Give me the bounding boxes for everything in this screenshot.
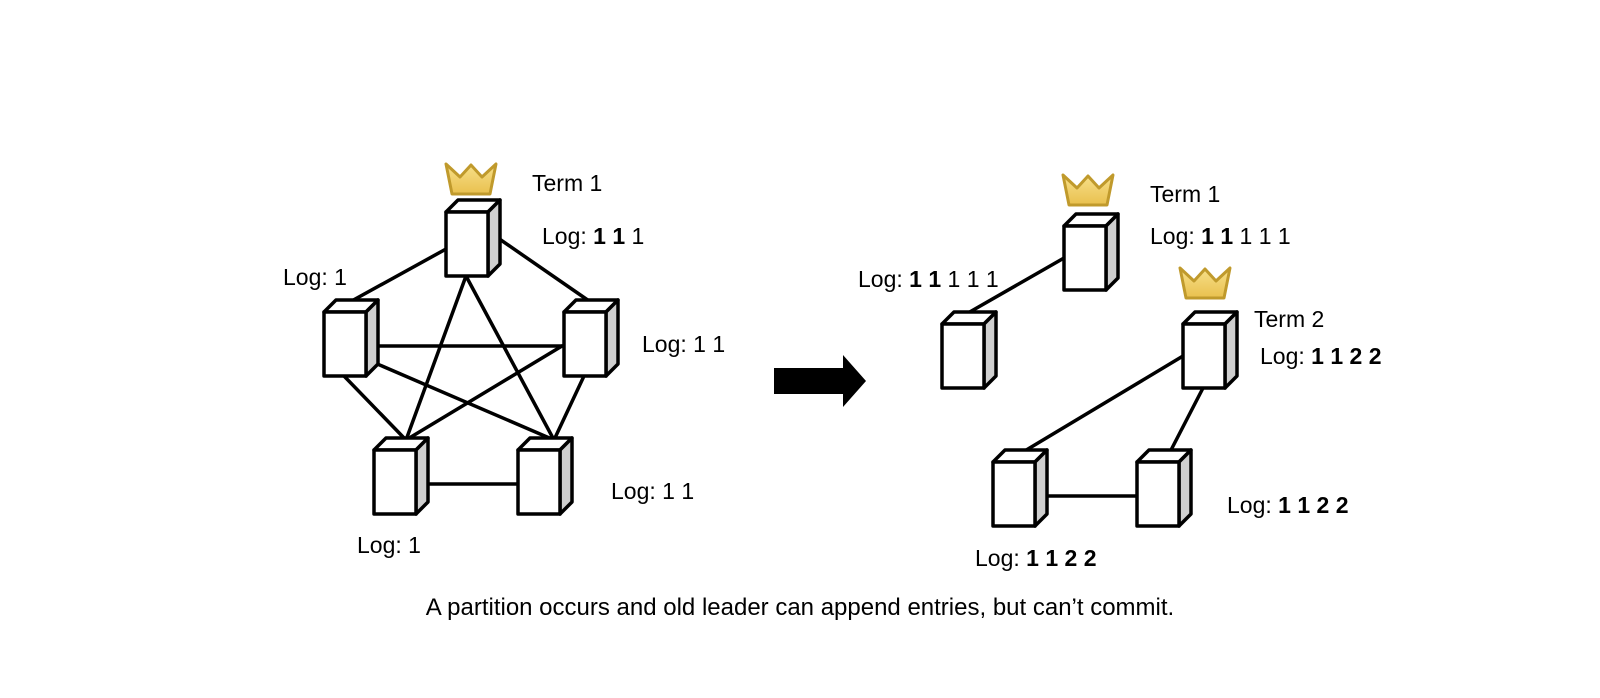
link-oldleader-oldfollower bbox=[966, 256, 1066, 315]
link-left-bottomright bbox=[366, 358, 556, 442]
right-log-old-follower: Log: 1 1 1 1 1 bbox=[858, 266, 999, 292]
crown-icon bbox=[1061, 173, 1115, 207]
crown-icon bbox=[1178, 266, 1232, 300]
left-log-top: Log: 1 1 1 bbox=[542, 223, 645, 249]
right-cluster-links bbox=[966, 256, 1205, 498]
left-log-bottom-left: Log: 1 bbox=[357, 532, 421, 558]
link-top-bottomleft bbox=[404, 274, 468, 442]
link-right-bottomright bbox=[552, 374, 586, 442]
left-leader-term: Term 1 bbox=[532, 170, 603, 196]
server-left-bottom-right bbox=[516, 436, 574, 516]
server-left-right bbox=[562, 298, 620, 378]
servers bbox=[322, 198, 1239, 528]
right-log-bottom-left: Log: 1 1 2 2 bbox=[975, 545, 1097, 571]
link-newleader-bottomleft bbox=[1021, 354, 1185, 454]
link-top-right bbox=[496, 236, 594, 305]
caption: A partition occurs and old leader can ap… bbox=[425, 594, 1175, 621]
link-newleader-bottomright bbox=[1168, 386, 1205, 454]
server-left-left bbox=[322, 298, 380, 378]
server-left-top bbox=[444, 198, 502, 278]
right-log-new-leader: Log: 1 1 2 2 bbox=[1260, 343, 1382, 369]
server-left-bottom-left bbox=[372, 436, 430, 516]
server-right-old-follower bbox=[940, 310, 998, 390]
right-log-bottom-right: Log: 1 1 2 2 bbox=[1227, 492, 1349, 518]
server-right-bottom-left bbox=[991, 448, 1049, 528]
link-top-bottomright bbox=[464, 274, 556, 442]
left-log-right: Log: 1 1 bbox=[642, 331, 726, 357]
server-right-bottom-right bbox=[1135, 448, 1193, 528]
right-old-leader-term: Term 1 bbox=[1150, 181, 1221, 207]
left-log-bottom-right: Log: 1 1 bbox=[611, 478, 695, 504]
crown-icon bbox=[444, 162, 498, 196]
left-log-left: Log: 1 bbox=[283, 264, 347, 290]
link-left-bottomleft bbox=[342, 374, 408, 442]
server-right-old-leader bbox=[1062, 212, 1120, 292]
server-right-new-leader bbox=[1181, 310, 1239, 390]
right-log-old-leader: Log: 1 1 1 1 1 bbox=[1150, 223, 1291, 249]
right-new-leader-term: Term 2 bbox=[1254, 306, 1325, 332]
left-cluster-links bbox=[342, 236, 594, 486]
crowns bbox=[444, 162, 1232, 300]
arrow-right-icon bbox=[774, 355, 866, 407]
link-right-bottomleft bbox=[404, 344, 564, 442]
